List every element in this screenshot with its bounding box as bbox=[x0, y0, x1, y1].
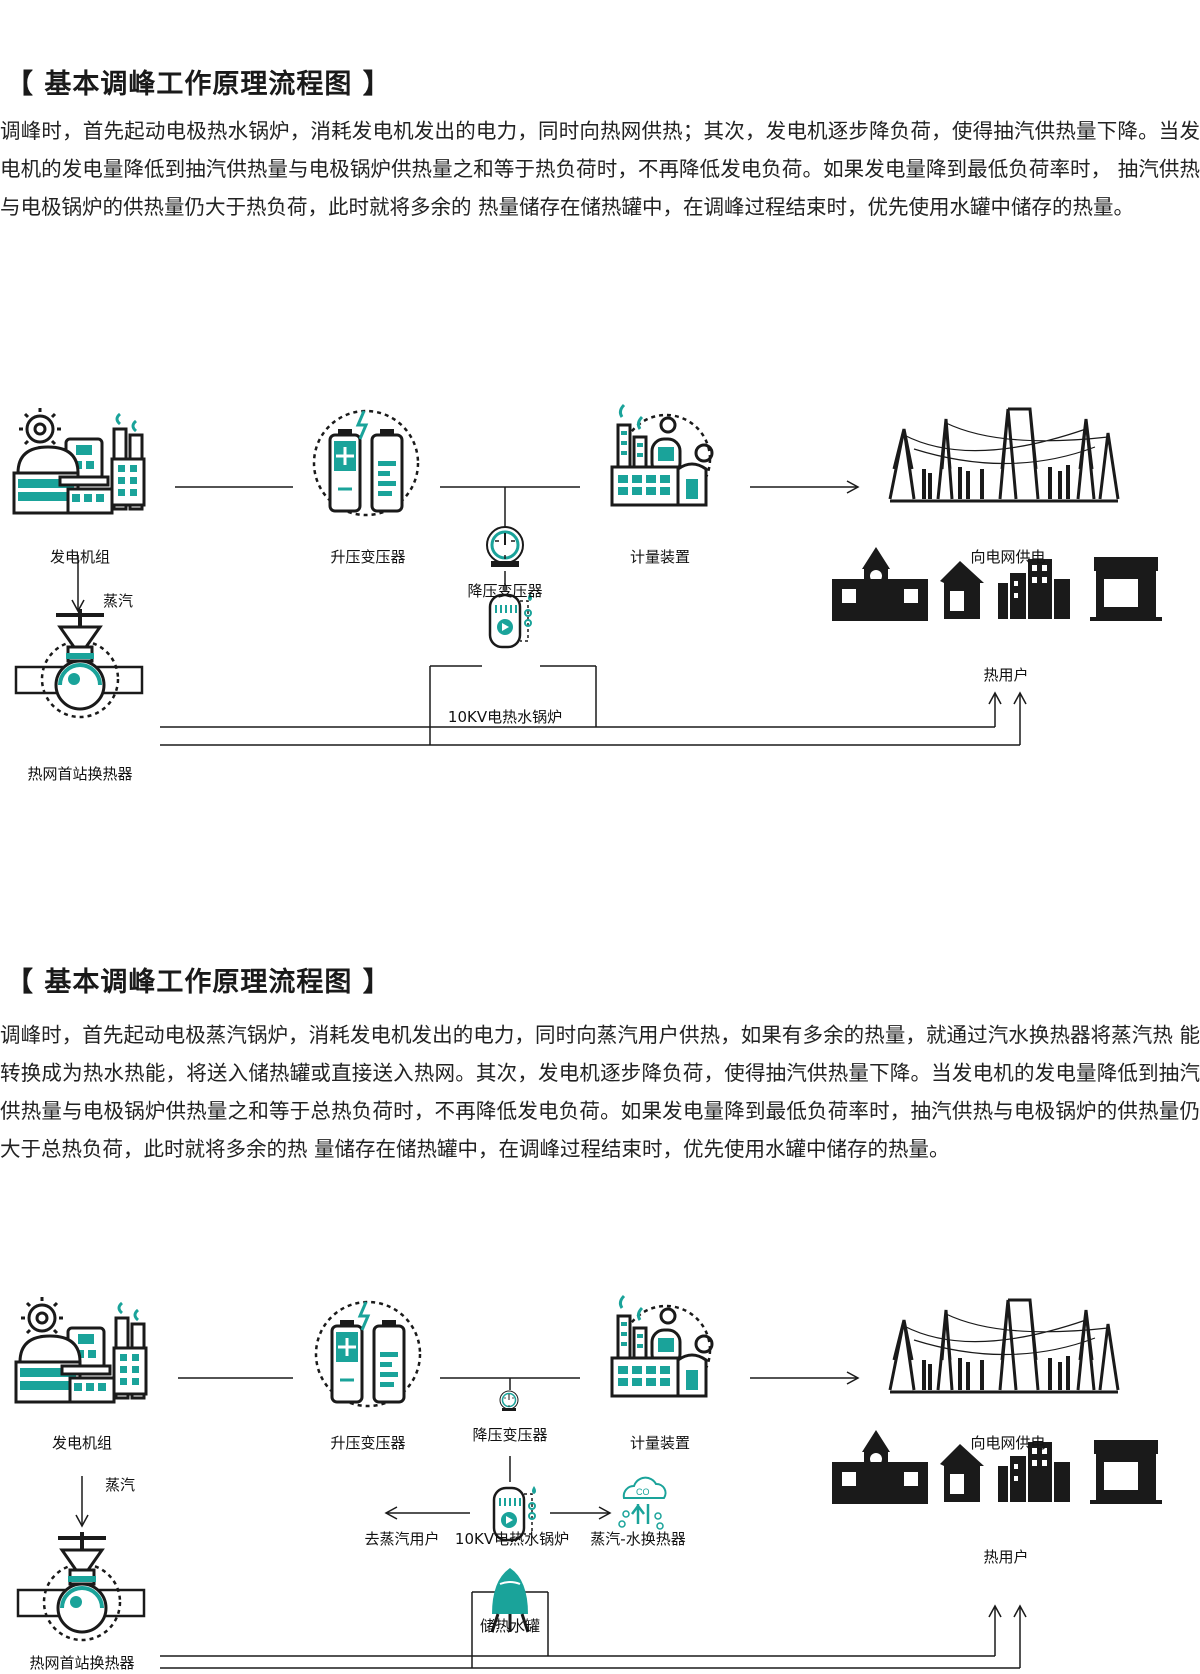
label-steam-water-exchanger: 蒸汽-水换热器 bbox=[590, 1530, 686, 1548]
label-step-down-transformer-2: 降压变压器 bbox=[472, 1426, 548, 1444]
step-down-transformer-icon bbox=[485, 525, 525, 569]
label-storage-tank: 储热水罐 bbox=[479, 1617, 541, 1635]
heat-exchanger-icon bbox=[14, 607, 144, 719]
label-boiler-2: 10KV电热水锅炉 bbox=[454, 1530, 570, 1548]
label-step-down-transformer: 降压变压器 bbox=[467, 582, 543, 600]
co-label: CO bbox=[636, 1487, 650, 1497]
heat-exchanger-icon bbox=[16, 1530, 146, 1642]
section2-heading: 【 基本调峰工作原理流程图 】 bbox=[6, 967, 391, 998]
section1-paragraph: 调峰时，首先起动电极热水锅炉，消耗发电机发出的电力，同时向热网供热；其次，发电机… bbox=[0, 119, 1200, 219]
label-grid: 向电网供电 bbox=[970, 548, 1046, 566]
generator-icon bbox=[12, 406, 146, 515]
step-down-transformer-icon bbox=[499, 1390, 519, 1412]
label-steam: 蒸汽 bbox=[102, 592, 134, 610]
label-step-up-transformer: 升压变压器 bbox=[330, 548, 406, 566]
section1-heading: 【 基本调峰工作原理流程图 】 bbox=[6, 69, 391, 100]
label-heat-users: 热用户 bbox=[983, 666, 1029, 684]
label-generator: 发电机组 bbox=[49, 548, 111, 566]
section2-diagram: CO bbox=[14, 1294, 1162, 1669]
electric-boiler-icon bbox=[488, 591, 534, 649]
label-step-up-transformer-2: 升压变压器 bbox=[330, 1434, 406, 1452]
step-up-transformer-icon bbox=[312, 409, 420, 517]
generator-icon bbox=[14, 1295, 148, 1404]
label-heat-exchanger: 热网首站换热器 bbox=[27, 765, 133, 783]
step-up-transformer-icon bbox=[314, 1300, 422, 1408]
label-boiler: 10KV电热水锅炉 bbox=[447, 708, 563, 726]
label-steam-2: 蒸汽 bbox=[104, 1476, 136, 1494]
label-metering: 计量装置 bbox=[629, 548, 691, 566]
label-metering-2: 计量装置 bbox=[629, 1434, 691, 1452]
label-steam-users: 去蒸汽用户 bbox=[364, 1530, 440, 1548]
label-grid-2: 向电网供电 bbox=[970, 1434, 1046, 1452]
steam-water-exchanger-icon bbox=[617, 1476, 667, 1531]
label-heat-exchanger-2: 热网首站换热器 bbox=[29, 1654, 135, 1672]
section1-diagram bbox=[12, 403, 1162, 746]
metering-device-icon bbox=[610, 1294, 714, 1398]
label-heat-users-2: 热用户 bbox=[983, 1548, 1029, 1566]
label-generator-2: 发电机组 bbox=[51, 1434, 113, 1452]
power-grid-icon bbox=[888, 1298, 1120, 1394]
power-grid-icon bbox=[888, 407, 1120, 503]
section2-paragraph: 调峰时，首先起动电极蒸汽锅炉，消耗发电机发出的电力，同时向蒸汽用户供热，如果有多… bbox=[0, 1023, 1200, 1161]
metering-device-icon bbox=[610, 403, 714, 507]
